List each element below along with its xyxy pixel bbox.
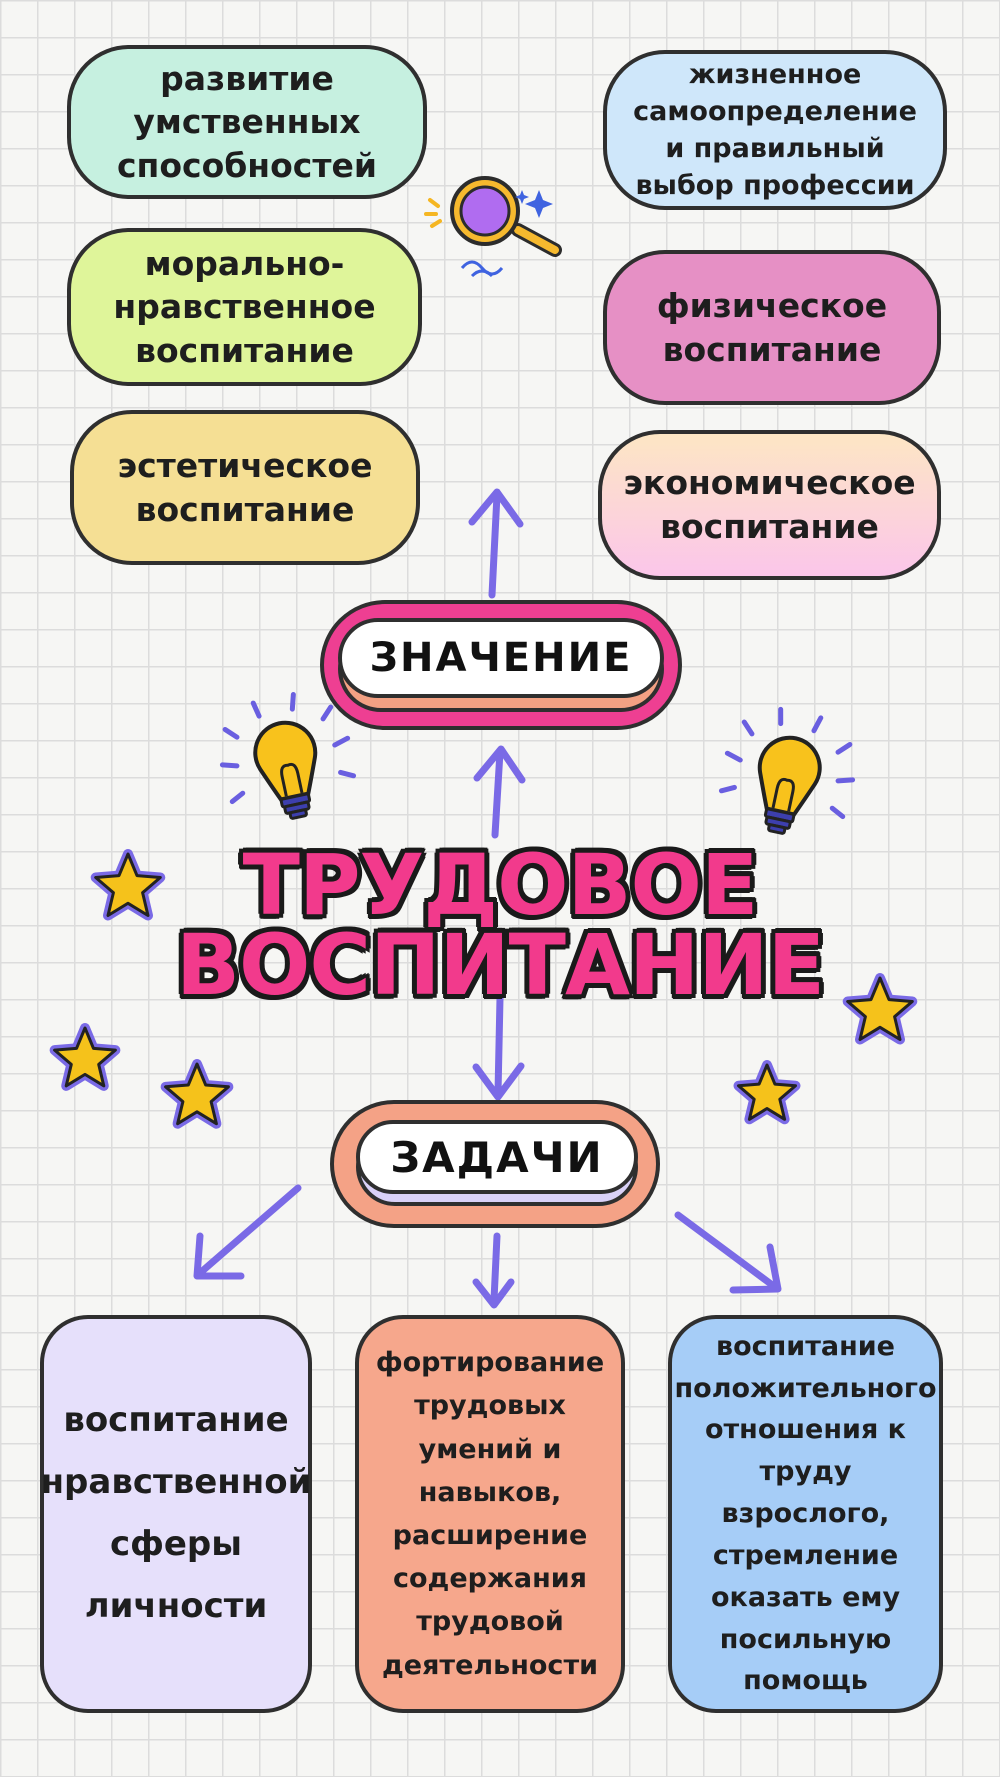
- meaning-item-label: жизненное самоопределение и правильный в…: [633, 58, 917, 202]
- meaning-item-label: эстетическое воспитание: [117, 445, 373, 529]
- task-item-skills: фортирование трудовых умений и навыков, …: [355, 1315, 625, 1713]
- arrow-icon: [473, 745, 526, 839]
- star-icon: [737, 1063, 797, 1121]
- main-title-line1: ТРУДОВОЕ: [242, 836, 759, 934]
- star-icon: [94, 852, 162, 917]
- task-item-label: воспитание нравственной сферы личности: [40, 1400, 312, 1626]
- meaning-item-economic: экономическое воспитание: [598, 430, 941, 580]
- meaning-item-physical: физическое воспитание: [603, 250, 941, 405]
- meaning-item-intellect: развитие умственных способностей: [67, 45, 427, 199]
- meaning-item-moral: морально-нравственное воспитание: [67, 228, 422, 386]
- meaning-item-label: экономическое воспитание: [623, 463, 916, 546]
- meaning-item-label: морально-нравственное воспитание: [113, 243, 376, 370]
- magnifier-icon: [424, 176, 562, 278]
- star-icon: [164, 1062, 230, 1126]
- arrow-icon: [472, 994, 525, 1101]
- meaning-pill-label: ЗНАЧЕНИЕ: [338, 618, 664, 698]
- tasks-pill: ЗАДАЧИ: [330, 1100, 660, 1228]
- arrow-icon: [468, 488, 524, 599]
- meaning-item-label: физическое воспитание: [656, 285, 888, 369]
- meaning-item-career: жизненное самоопределение и правильный в…: [603, 50, 947, 210]
- arrow-icon: [472, 1232, 515, 1309]
- arrow-icon: [193, 1184, 302, 1280]
- lightbulb-icon: [219, 692, 357, 820]
- star-icon: [53, 1026, 117, 1088]
- meaning-item-aesthetic: эстетическое воспитание: [70, 410, 420, 565]
- task-item-label: фортирование трудовых умений и навыков, …: [375, 1347, 605, 1681]
- main-title-line2: ВОСПИТАНИЕ: [176, 916, 825, 1014]
- meaning-item-label: развитие умственных способностей: [117, 58, 377, 185]
- meaning-pill: ЗНАЧЕНИЕ: [320, 600, 682, 730]
- star-icon: [846, 976, 914, 1041]
- task-item-moral-sphere: воспитание нравственной сферы личности: [40, 1315, 312, 1713]
- arrow-icon: [674, 1211, 782, 1294]
- stars: [49, 849, 918, 1129]
- lightbulb-icon: [718, 706, 856, 835]
- task-item-attitude: воспитание положительного отношения к тр…: [668, 1315, 943, 1713]
- tasks-pill-label: ЗАДАЧИ: [356, 1120, 638, 1194]
- connector-arrows: [193, 488, 782, 1309]
- task-item-label: воспитание положительного отношения к тр…: [674, 1330, 937, 1697]
